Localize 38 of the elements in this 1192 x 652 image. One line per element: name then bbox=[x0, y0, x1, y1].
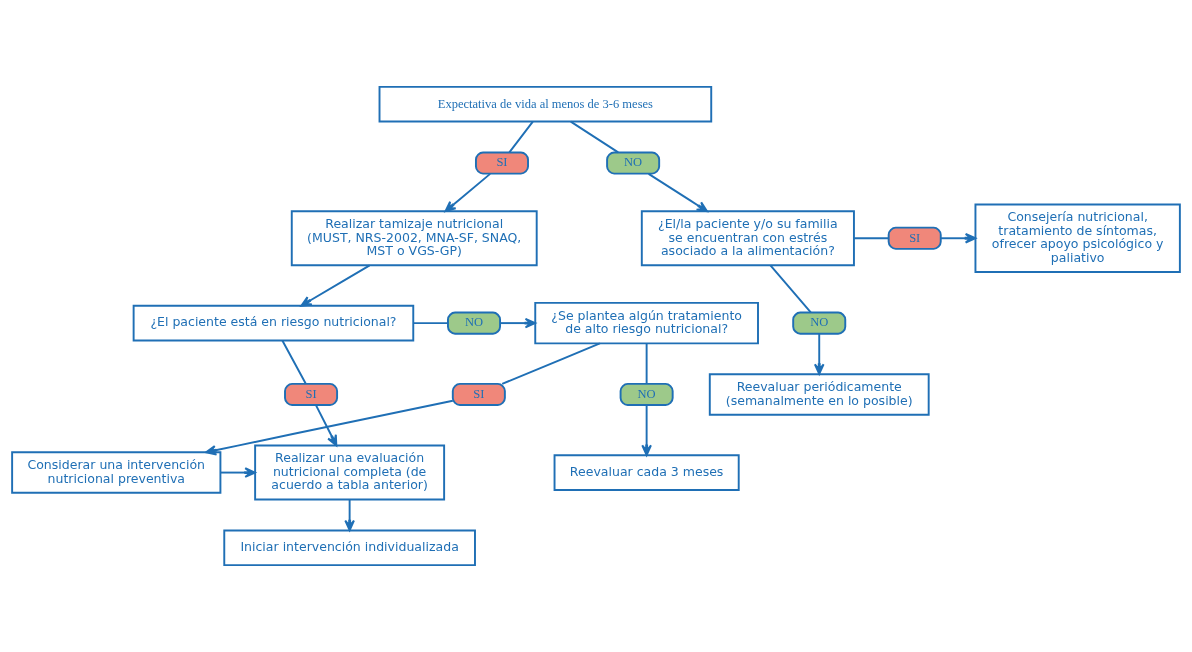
node-box: SI bbox=[284, 382, 339, 407]
node-box: ¿Se plantea algún tratamiento de alto riesgo nutricional? bbox=[534, 301, 759, 345]
node-box: Realizar tamizaje nutricional (MUST, NRS-2002, MNA-SF, SNAQ, MST o VGS-GP) bbox=[290, 210, 538, 267]
arrow bbox=[314, 404, 338, 447]
connector bbox=[769, 264, 812, 314]
node-box: Iniciar intervención individualizada bbox=[223, 529, 476, 567]
node-box: NO bbox=[792, 311, 847, 335]
connector bbox=[501, 342, 601, 385]
arrow bbox=[344, 498, 355, 532]
arrow bbox=[219, 467, 256, 478]
node-box: NO bbox=[447, 311, 501, 335]
arrow bbox=[499, 317, 537, 329]
node-box: ¿El/la paciente y/o su familia se encuentran con estrés asociado a la alimentación? bbox=[640, 210, 855, 267]
node-box: SI bbox=[887, 226, 942, 250]
arrow bbox=[300, 264, 371, 307]
node-box: Expectativa de vida al menos de 3-6 meses bbox=[378, 85, 713, 123]
node-box: Consejería nutricional, tratamiento de síntomas, ofrecer apoyo psicológico y paliativo bbox=[974, 203, 1181, 273]
arrow bbox=[813, 332, 825, 375]
arrow bbox=[205, 399, 454, 456]
node-box: Reevaluar periódicamente (semanalmente en lo posible) bbox=[708, 373, 930, 416]
node-box: Considerar una intervención nutricional preventiva bbox=[11, 451, 222, 494]
node-box: Reevaluar cada 3 meses bbox=[553, 454, 740, 491]
arrow bbox=[641, 404, 652, 457]
arrow bbox=[939, 232, 977, 244]
node-box: NO bbox=[619, 382, 674, 407]
arrow bbox=[444, 172, 492, 213]
connector bbox=[281, 339, 307, 385]
node-box: SI bbox=[475, 151, 529, 175]
node-box: Realizar una evaluación nutricional completa (de acuerdo a tabla anterior) bbox=[254, 444, 446, 501]
connector bbox=[569, 120, 620, 154]
arrow bbox=[647, 172, 708, 213]
connector bbox=[645, 342, 648, 385]
connector bbox=[853, 237, 890, 240]
node-box: ¿El paciente está en riesgo nutricional? bbox=[132, 304, 415, 342]
connector bbox=[508, 120, 534, 154]
node-box: SI bbox=[451, 382, 506, 407]
node-box: NO bbox=[606, 151, 661, 175]
connector bbox=[412, 322, 449, 325]
